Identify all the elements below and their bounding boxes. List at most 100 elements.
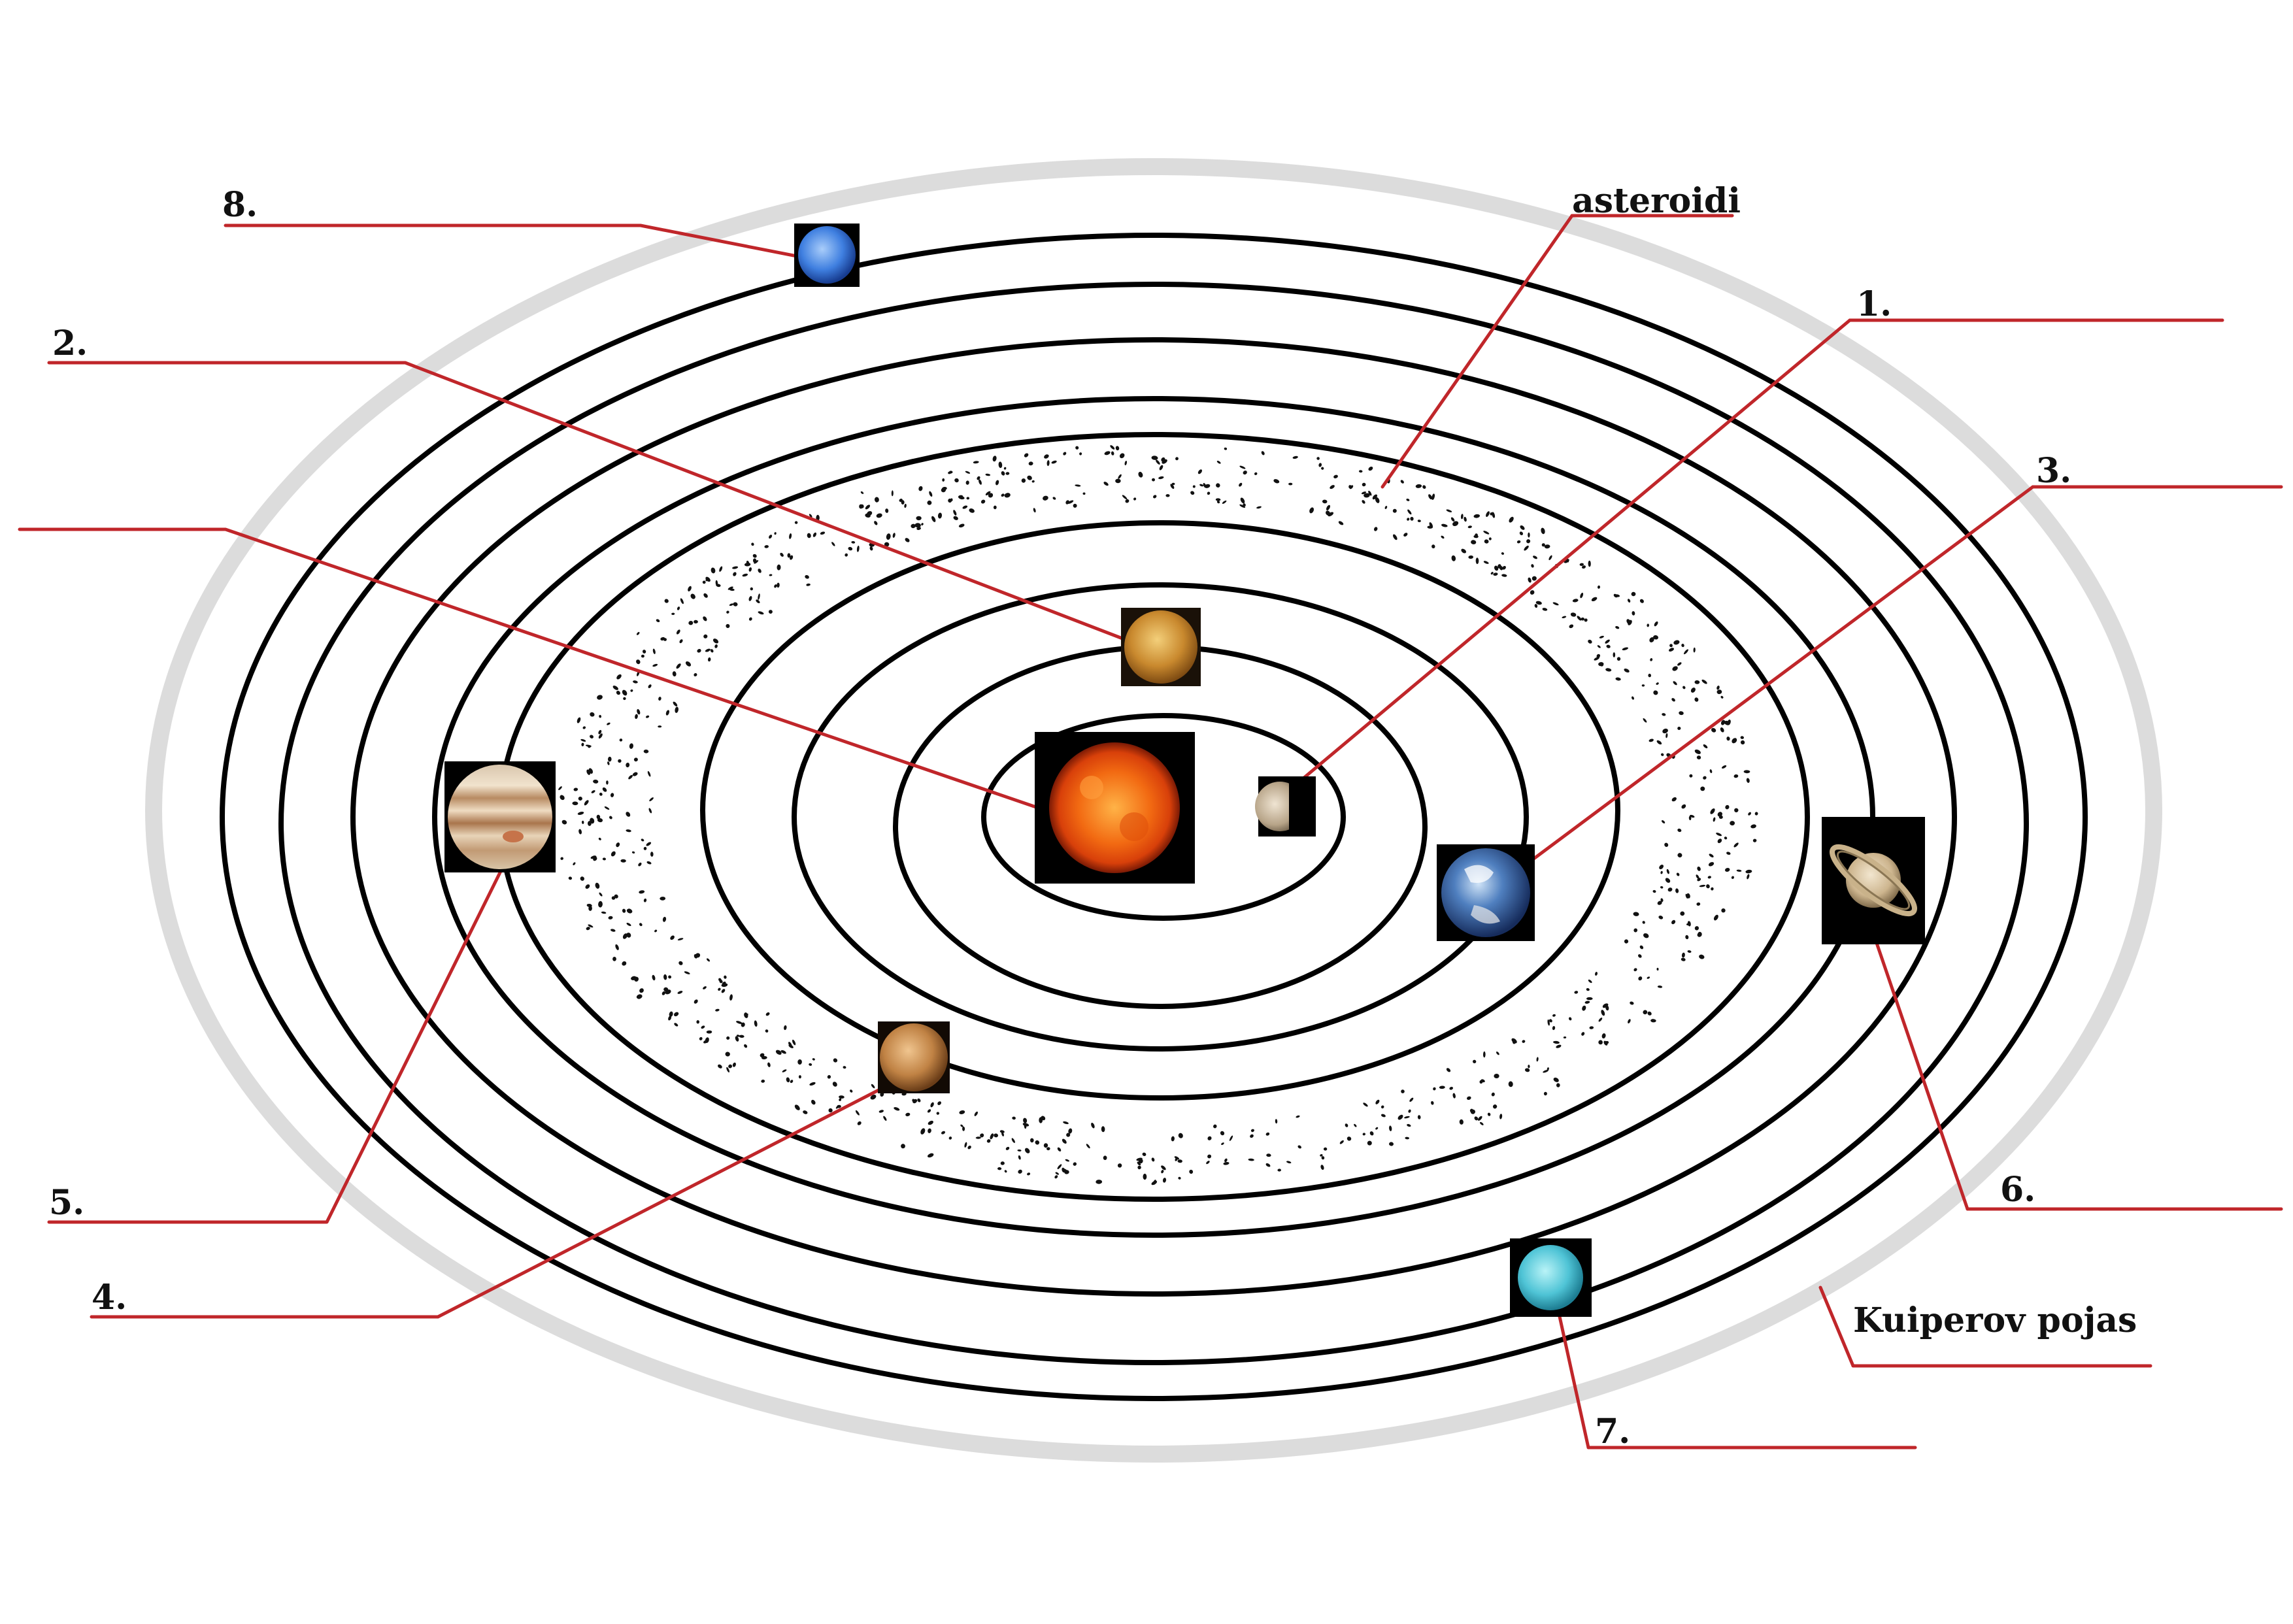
asteroid-dot — [1043, 1143, 1048, 1148]
asteroid-dot — [833, 1058, 838, 1063]
asteroid-dot — [1563, 1036, 1567, 1039]
asteroid-dot — [733, 572, 737, 576]
asteroid-dot — [1079, 452, 1082, 456]
orbit-uranus — [278, 282, 2029, 1365]
asteroid-dot — [623, 697, 626, 701]
asteroid-dot — [701, 1025, 705, 1029]
asteroid-dot — [843, 1066, 846, 1069]
asteroid-dot — [742, 573, 748, 577]
asteroid-dot — [1153, 1180, 1156, 1185]
asteroid-dot — [1677, 662, 1682, 666]
asteroid-dot — [671, 612, 675, 616]
asteroid-dot — [1175, 1157, 1178, 1161]
asteroid-dot — [1601, 1033, 1606, 1039]
asteroid-dot — [1748, 812, 1751, 816]
asteroid-dot — [958, 523, 965, 528]
asteroid-dot — [1005, 1146, 1010, 1150]
asteroid-dot — [652, 648, 656, 654]
asteroid-dot — [721, 989, 726, 993]
asteroid-dot — [1224, 1158, 1228, 1163]
asteroid-dot — [609, 816, 612, 820]
asteroid-dot — [1730, 821, 1735, 826]
asteroid-dot — [1475, 533, 1478, 537]
asteroid-dot — [1686, 923, 1690, 926]
asteroid-dot — [706, 958, 711, 962]
asteroid-dot — [994, 1133, 998, 1138]
asteroid-dot — [1222, 500, 1227, 504]
asteroid-dot — [1639, 945, 1644, 950]
asteroid-dot — [1697, 878, 1701, 882]
label-8: 8. — [222, 185, 258, 225]
asteroid-dot — [646, 715, 650, 718]
asteroid-dot — [1754, 812, 1758, 816]
leader-line-8 — [224, 224, 826, 263]
asteroid-dot — [901, 1144, 905, 1149]
asteroid-dot — [754, 560, 759, 564]
asteroid-dot — [1572, 599, 1579, 603]
asteroid-dot — [1239, 482, 1243, 487]
asteroid-dot — [661, 991, 666, 995]
asteroid-dot — [1471, 540, 1477, 544]
asteroid-dot — [874, 521, 878, 525]
asteroid-dot — [794, 1104, 800, 1110]
asteroid-dot — [702, 580, 706, 584]
asteroid-dot — [1321, 1156, 1325, 1160]
asteroid-dot — [787, 553, 791, 558]
asteroid-dot — [558, 786, 562, 791]
asteroid-dot — [590, 712, 595, 717]
asteroid-dot — [809, 514, 812, 518]
asteroid-dot — [1597, 645, 1601, 648]
asteroid-dot — [1221, 1142, 1224, 1146]
asteroid-dot — [1703, 776, 1707, 780]
asteroid-dot — [598, 901, 603, 908]
asteroid-dot — [607, 756, 612, 762]
asteroid-dot — [806, 583, 811, 586]
asteroid-dot — [1091, 1122, 1095, 1129]
asteroid-dot — [573, 787, 578, 791]
asteroid-dot — [1717, 812, 1722, 817]
asteroid-dot — [618, 759, 622, 763]
asteroid-dot — [726, 610, 729, 614]
asteroid-dot — [1661, 820, 1665, 823]
asteroid-dot — [758, 593, 760, 600]
asteroid-dot — [1677, 828, 1682, 833]
asteroid-dot — [1708, 862, 1715, 867]
asteroid-dot — [1547, 1019, 1550, 1026]
asteroid-dot — [1647, 1011, 1652, 1016]
asteroid-dot — [835, 1105, 839, 1109]
asteroid-dot — [1404, 1116, 1410, 1119]
asteroid-dot — [636, 659, 641, 665]
asteroid-dot — [953, 516, 958, 520]
asteroid-dot — [578, 829, 582, 835]
asteroid-dot — [1323, 1147, 1328, 1151]
asteroid-dot — [1552, 602, 1559, 606]
asteroid-dot — [1643, 933, 1649, 938]
asteroid-dot — [809, 1063, 812, 1066]
asteroid-dot — [1250, 1129, 1254, 1133]
asteroid-dot — [1641, 684, 1645, 687]
asteroid-dot — [1582, 1005, 1586, 1011]
asteroid-dot — [1051, 460, 1057, 464]
asteroid-dot — [678, 961, 683, 965]
asteroid-dot — [917, 1098, 921, 1102]
asteroid-dot — [1143, 1173, 1147, 1180]
asteroid-dot — [622, 908, 626, 913]
asteroid-dot — [1240, 497, 1245, 504]
asteroid-dot — [1713, 817, 1716, 822]
asteroid-dot — [1501, 574, 1507, 577]
asteroid-dot — [602, 857, 606, 861]
asteroid-dot — [615, 944, 619, 950]
asteroid-dot — [1656, 740, 1662, 745]
asteroid-dot — [1591, 597, 1598, 602]
asteroid-dot — [643, 846, 647, 850]
asteroid-dot — [914, 523, 921, 528]
asteroid-dot — [1003, 467, 1007, 470]
asteroid-dot — [832, 1082, 837, 1087]
asteroid-dot — [595, 882, 600, 889]
asteroid-dot — [715, 1008, 720, 1012]
asteroid-dot — [652, 663, 658, 667]
asteroid-dot — [1509, 516, 1514, 523]
asteroid-dot — [977, 476, 980, 480]
asteroid-dot — [1660, 753, 1664, 756]
asteroid-dot — [929, 491, 933, 497]
